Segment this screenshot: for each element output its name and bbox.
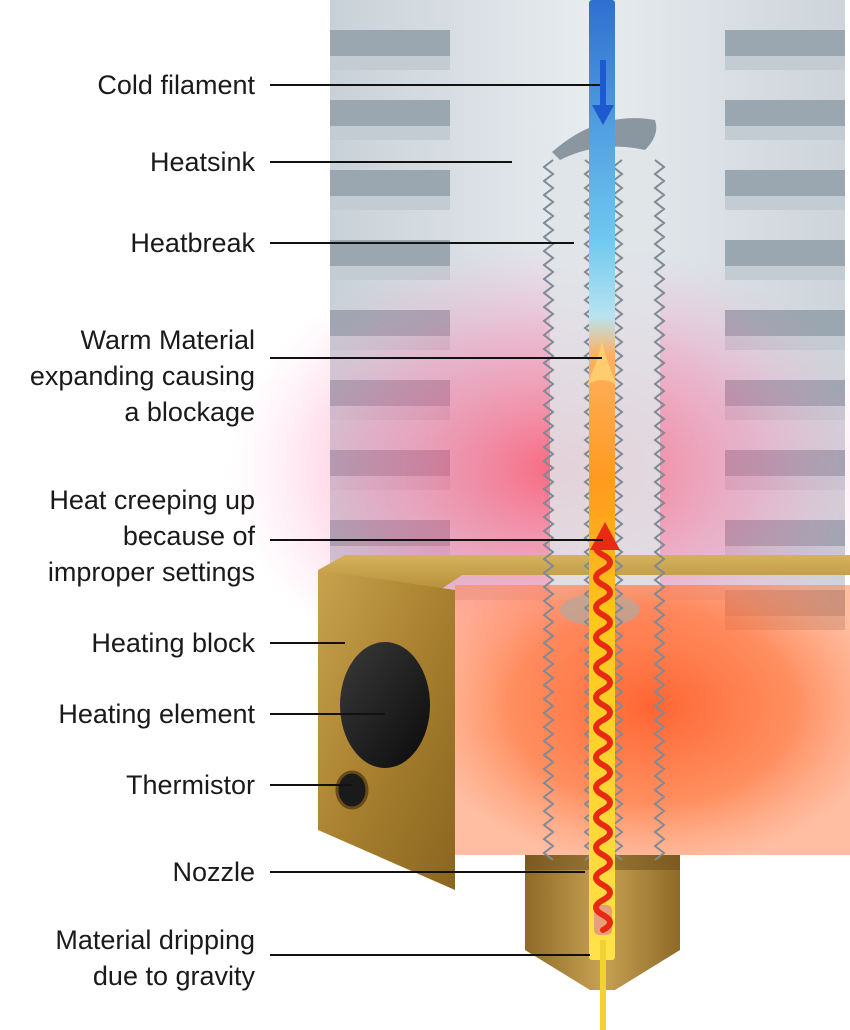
label-warm-material: Warm Material expanding causing a blocka…	[30, 322, 255, 430]
label-heat-creeping-line2: because of	[122, 521, 255, 551]
heatsink-fin	[330, 170, 450, 210]
label-heat-creeping-line3: improper settings	[47, 557, 255, 587]
label-heating-block: Heating block	[91, 628, 255, 658]
label-warm-material-line3: a blockage	[124, 397, 255, 427]
heating-element-hole	[340, 642, 430, 768]
arrow-down-icon	[592, 60, 614, 125]
heatsink-fin	[725, 30, 845, 70]
thread-edge	[542, 159, 555, 861]
label-material-dripping-line1: Material dripping	[55, 925, 255, 955]
leader-lines	[270, 84, 603, 956]
label-thermistor: Thermistor	[125, 770, 255, 800]
heatsink-fin	[330, 30, 450, 70]
filament	[587, 0, 617, 1030]
arrow-up-icon	[590, 522, 620, 933]
label-nozzle: Nozzle	[172, 857, 255, 887]
label-material-dripping-line2: due to gravity	[92, 961, 255, 991]
label-warm-material-line2: expanding causing	[29, 361, 255, 391]
heatsink-fin	[330, 100, 450, 140]
heatsink-fin	[725, 240, 845, 280]
heatsink-fin	[725, 100, 845, 140]
thread-edge	[653, 159, 666, 861]
label-heat-creeping: Heat creeping up because of improper set…	[48, 482, 255, 590]
label-warm-material-line1: Warm Material	[80, 325, 255, 355]
label-heatsink: Heatsink	[149, 147, 255, 177]
label-heat-creeping-line1: Heat creeping up	[49, 485, 255, 515]
label-material-dripping: Material dripping due to gravity	[55, 922, 255, 994]
label-heatbreak: Heatbreak	[130, 228, 255, 258]
label-heating-element: Heating element	[58, 699, 255, 729]
thermistor-hole	[335, 770, 369, 810]
label-cold-filament: Cold filament	[97, 70, 255, 100]
heatsink-fin	[725, 170, 845, 210]
heating-block-shape	[318, 555, 850, 890]
thread-edge	[611, 159, 624, 861]
